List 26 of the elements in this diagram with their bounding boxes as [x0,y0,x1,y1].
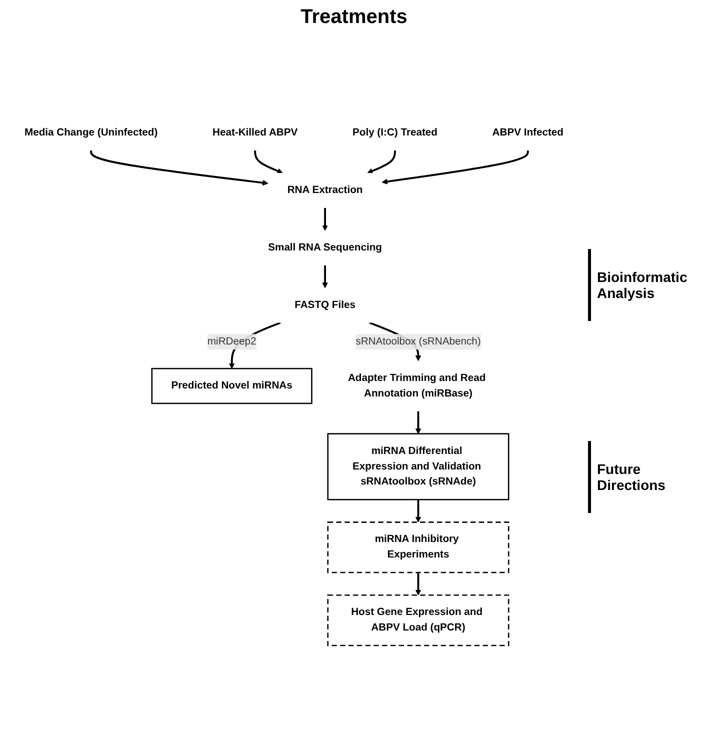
arrow [322,265,328,288]
node-text: Poly (I:C) Treated [352,127,438,138]
arrow [254,150,283,174]
arrow [322,208,328,231]
node-box: miRNA Inhibitory Experiments [327,522,510,574]
arrow [415,572,422,596]
arrow [382,150,529,184]
node-text: ABPV Infected [492,127,564,138]
arrow [415,411,422,434]
node-text: Adapter Trimming and Read Annotation (miRBase) [348,372,486,399]
arrow [90,150,268,186]
bracket-label: Future Directions [588,440,708,512]
node-box: Predicted Novel miRNAs [151,368,312,404]
node-box: miRNA Differential Expression and Validation sRNAtoolbox (sRNAde) [327,433,510,500]
node-text: Heat-Killed ABPV [212,127,298,138]
diagram-title: Treatments [300,6,408,29]
arrow [367,150,396,174]
edge-label: sRNAtoolbox (sRNAbench) [356,336,481,347]
node-box: Host Gene Expression and ABPV Load (qPCR) [327,594,510,646]
arrow [415,500,422,522]
node-text: FASTQ Files [294,299,356,310]
bracket-label: Bioinformatic Analysis [588,248,708,320]
edge-label: miRDeep2 [207,336,256,347]
node-text: Small RNA Sequencing [268,242,382,254]
node-text: Media Change (Uninfected) [24,127,158,138]
node-text: RNA Extraction [287,184,363,196]
